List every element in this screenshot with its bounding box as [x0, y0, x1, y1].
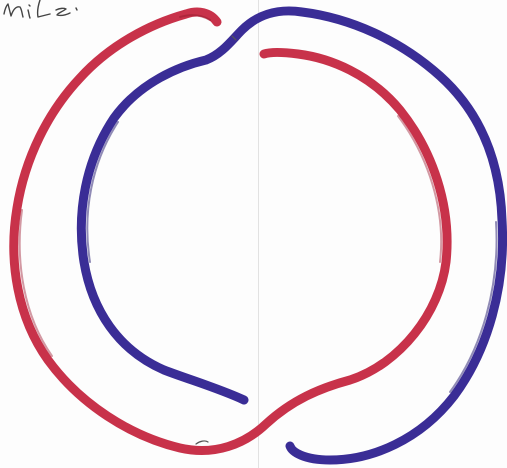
handwritten-note-drawing [4, 0, 77, 18]
blue-curve [81, 11, 502, 460]
